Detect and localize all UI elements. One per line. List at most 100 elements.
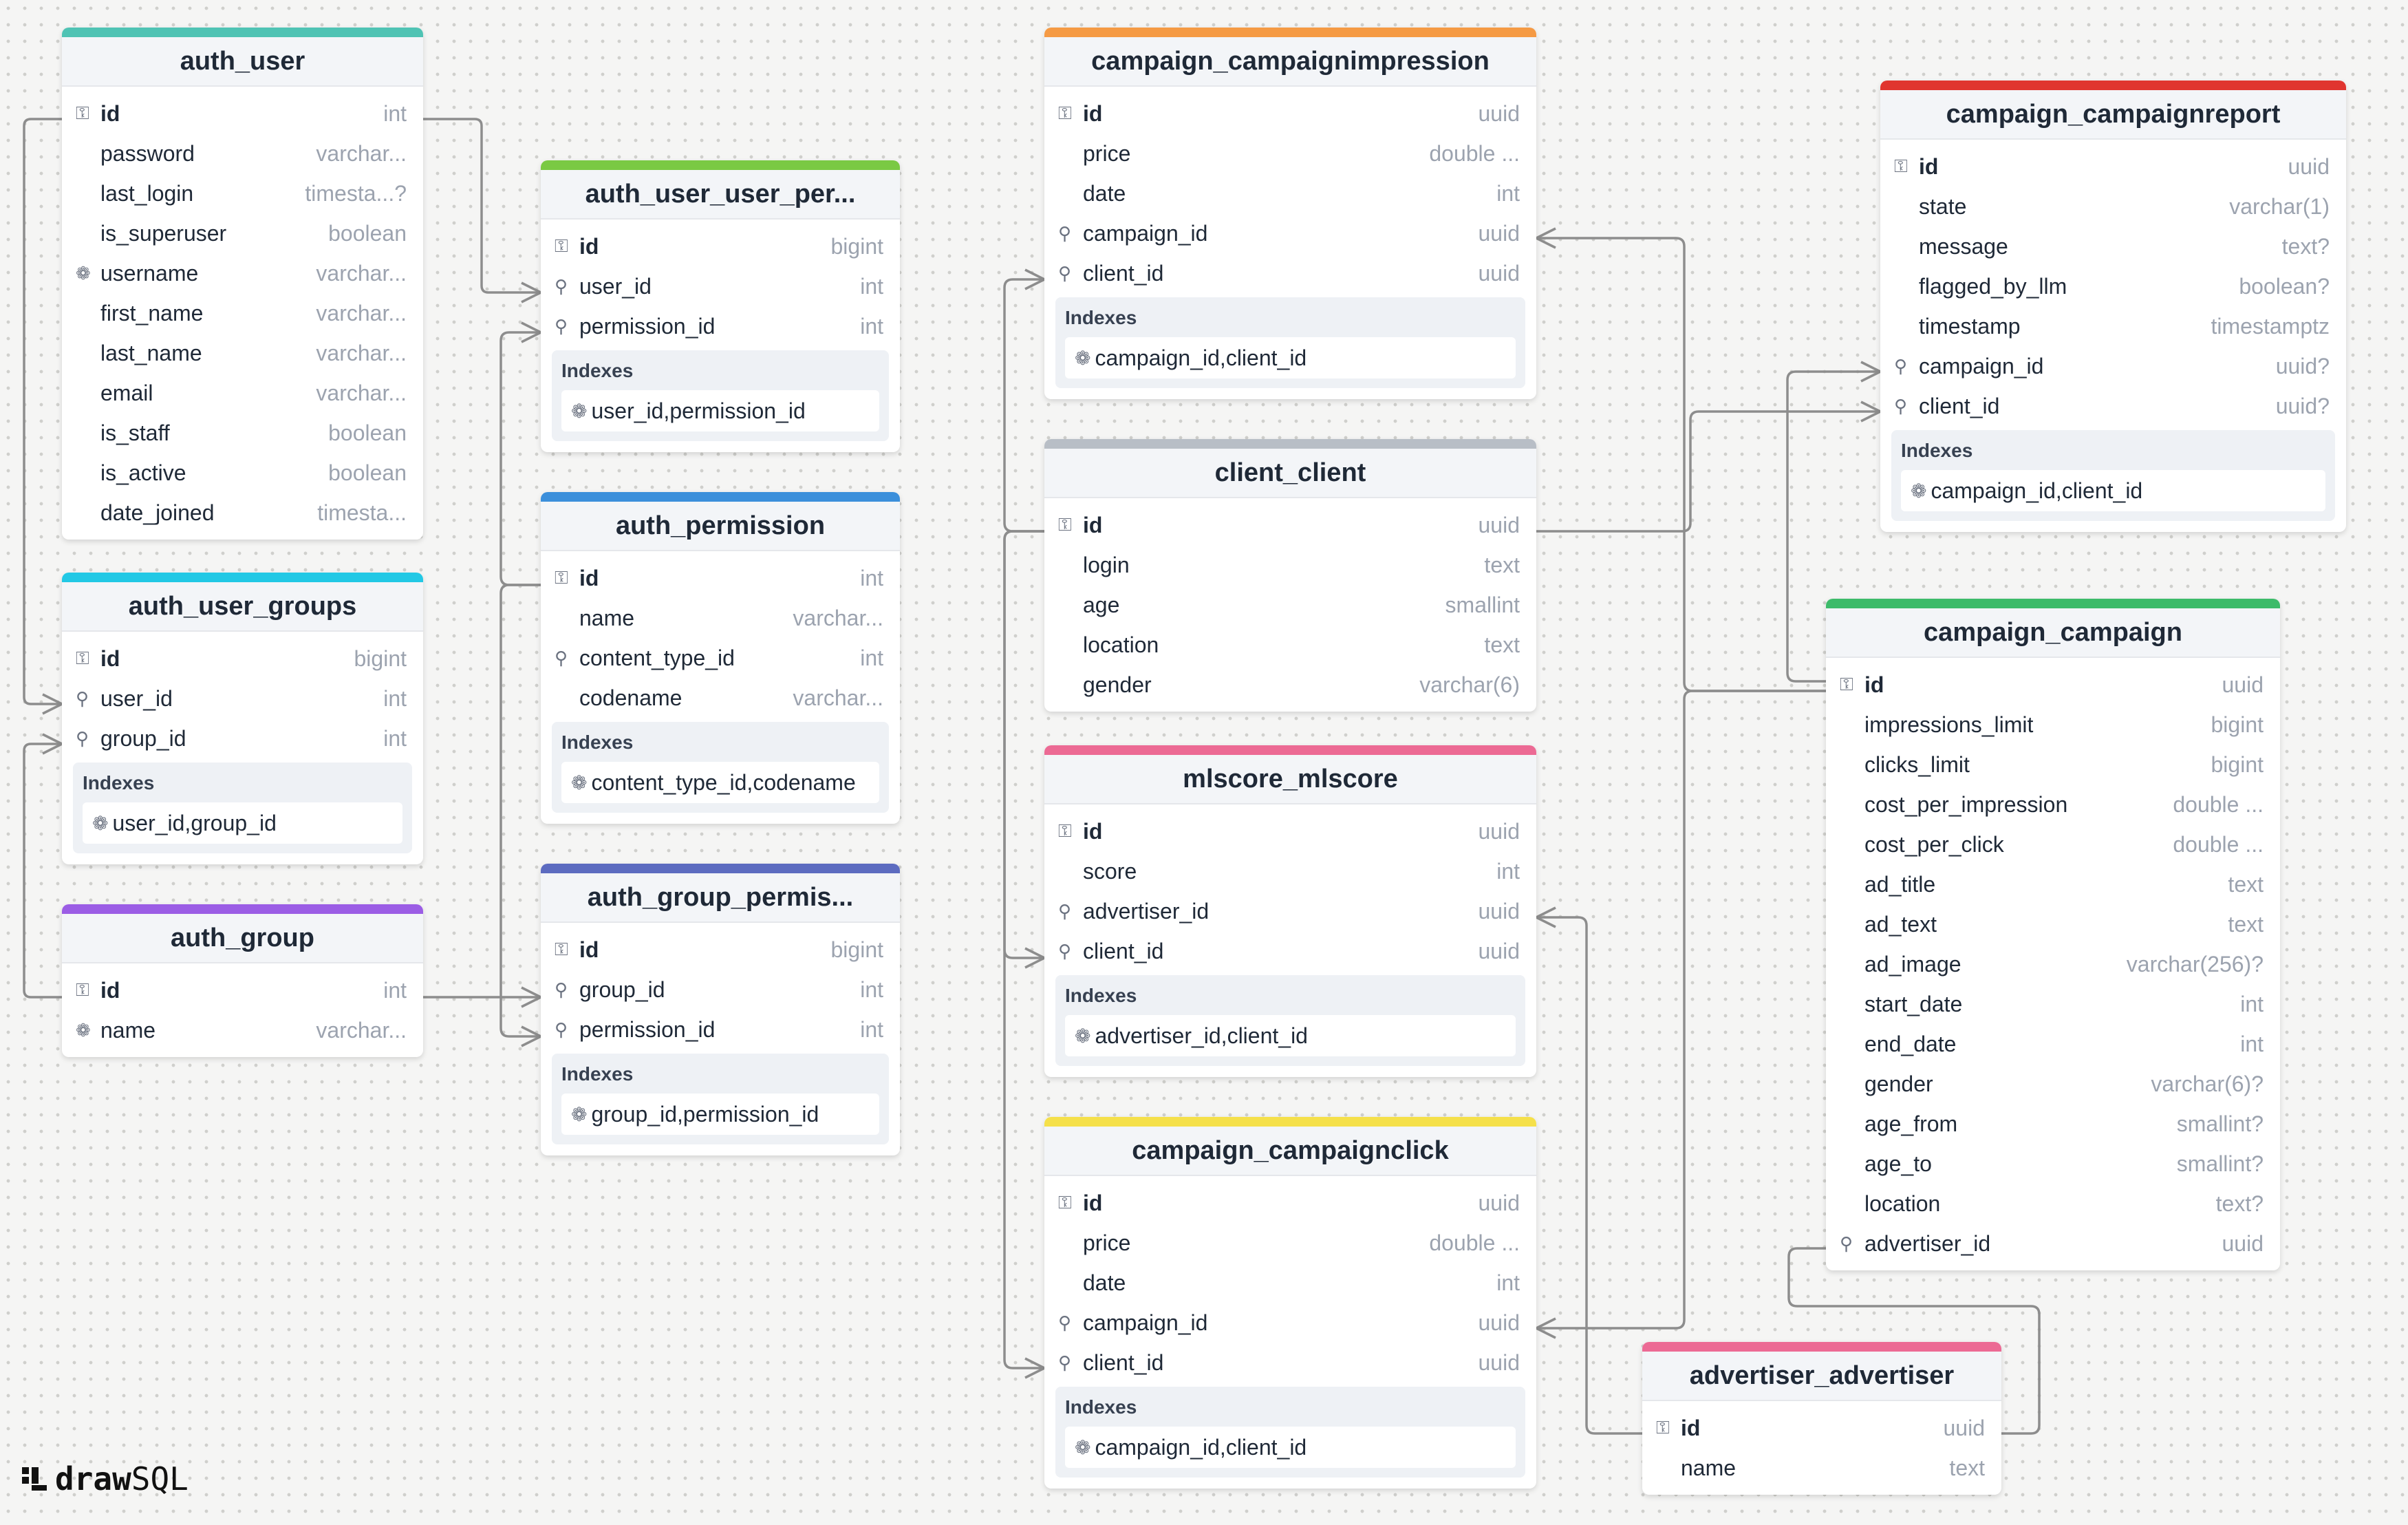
table-title[interactable]: auth_group [62,914,423,963]
relationship-line[interactable] [1003,530,1044,1369]
relationship-line[interactable] [1536,916,1642,1435]
relationship-line[interactable] [23,743,62,999]
relationship-line[interactable] [1536,690,1826,1330]
table-title[interactable]: auth_permission [541,502,900,551]
relationship-line[interactable] [23,118,62,705]
index-item[interactable]: ❁campaign_id,client_id [1901,470,2325,511]
table-title[interactable]: auth_user_user_per... [541,170,900,220]
index-item[interactable]: ❁user_id,permission_id [561,390,879,431]
relationship-line[interactable] [499,584,541,1038]
table-title[interactable]: auth_user_groups [62,582,423,632]
relationship-line[interactable] [499,331,541,586]
index-item[interactable]: ❁advertiser_id,client_id [1065,1015,1516,1056]
relationship-line[interactable] [1003,278,1044,533]
table-title[interactable]: auth_user [62,37,423,87]
table-title[interactable]: mlscore_mlscore [1044,755,1536,804]
index-item[interactable]: ❁campaign_id,client_id [1065,1427,1516,1468]
index-item[interactable]: ❁user_id,group_id [83,802,402,844]
index-item[interactable]: ❁group_id,permission_id [561,1094,879,1135]
table-title[interactable]: auth_group_permis... [541,873,900,923]
relationship-line[interactable] [1536,237,1826,692]
index-item[interactable]: ❁content_type_id,codename [561,762,879,803]
table-title[interactable]: campaign_campaignreport [1880,90,2346,140]
index-item[interactable]: ❁campaign_id,client_id [1065,337,1516,378]
relationship-line[interactable] [1786,370,1880,683]
relationship-line[interactable] [1536,410,1880,533]
relationship-line[interactable] [423,118,541,294]
table-title[interactable]: campaign_campaignimpression [1044,37,1536,87]
relationship-line[interactable] [1787,1247,2041,1435]
table-title[interactable]: client_client [1044,449,1536,498]
